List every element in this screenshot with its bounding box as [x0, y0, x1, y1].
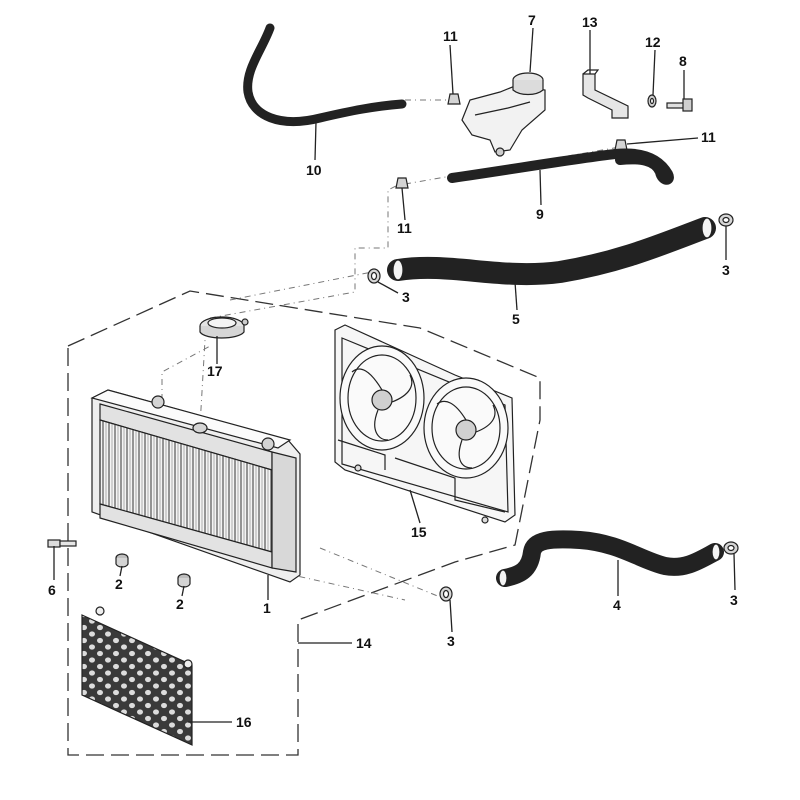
- callout-11-top: 11: [443, 28, 458, 44]
- clamp-upper-right: [718, 213, 734, 227]
- leader-lines: [53, 27, 736, 723]
- upper-hose: [387, 217, 716, 286]
- fan-shroud: [334, 324, 516, 524]
- callout-3-lower-right: 3: [730, 592, 738, 608]
- lower-hose: [496, 530, 724, 587]
- callout-6: 6: [48, 582, 56, 598]
- tank-bolt: [666, 98, 693, 112]
- callout-11-right: 11: [701, 129, 716, 145]
- callout-3-upper-left: 3: [402, 289, 410, 305]
- radiator: [90, 389, 301, 583]
- callout-13: 13: [582, 14, 598, 30]
- washer: [647, 94, 657, 108]
- callout-14: 14: [356, 635, 372, 651]
- callout-3-lower-left: 3: [447, 633, 455, 649]
- callout-5: 5: [512, 311, 520, 327]
- callout-8: 8: [679, 53, 687, 69]
- plug-b: [177, 573, 191, 588]
- callout-1: 1: [263, 600, 271, 616]
- callout-17: 17: [207, 363, 223, 379]
- callout-3-upper-right: 3: [722, 262, 730, 278]
- callout-2-a: 2: [115, 576, 123, 592]
- expansion-tank: [461, 72, 546, 157]
- overflow-hose: [243, 23, 407, 126]
- clamp-upper-left: [367, 268, 381, 284]
- callout-15: 15: [411, 524, 427, 540]
- tank-hose: [447, 148, 674, 185]
- clamp-lower-left: [439, 586, 453, 602]
- callout-2-b: 2: [176, 596, 184, 612]
- callout-16: 16: [236, 714, 252, 730]
- callout-11-middle: 11: [397, 220, 412, 236]
- clip-top: [447, 93, 461, 105]
- callout-7: 7: [528, 12, 536, 28]
- assembly-boundary: [67, 290, 541, 756]
- callout-10: 10: [306, 162, 322, 178]
- tank-bracket: [582, 69, 629, 119]
- callout-12: 12: [645, 34, 661, 50]
- callout-4: 4: [613, 597, 621, 613]
- filler-cap: [199, 316, 249, 339]
- callout-9: 9: [536, 206, 544, 222]
- plug-a: [115, 553, 129, 568]
- radiator-grille: [81, 606, 193, 746]
- clip-middle: [395, 177, 409, 189]
- drain-bolt: [47, 539, 77, 548]
- clamp-lower-right: [723, 541, 739, 555]
